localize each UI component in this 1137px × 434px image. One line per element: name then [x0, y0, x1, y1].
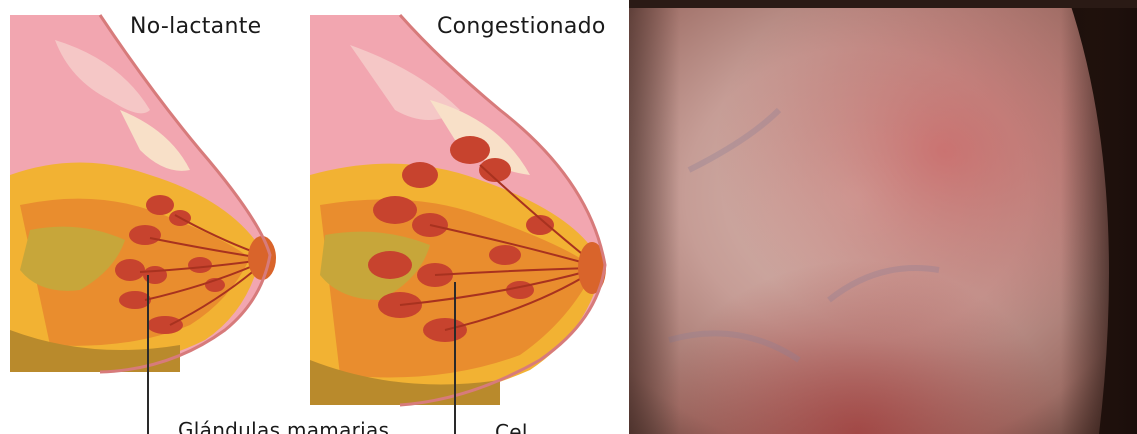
breast-anatomy-illustration: No-lactante Congestionado Glándulas mama…: [0, 0, 625, 434]
engorged-breast-diagram: [310, 15, 606, 434]
anatomy-svg: [0, 0, 625, 434]
non-lactating-breast-diagram: [10, 15, 276, 434]
non-lactating-label: No-lactante: [130, 14, 261, 39]
cut-off-label: Cel... ...: [495, 420, 574, 434]
engorged-label: Congestionado: [437, 14, 606, 39]
mammary-glands-label: Glándulas mamarias: [178, 418, 389, 434]
engorged-breast-photo: [629, 0, 1137, 434]
photo-svg: [629, 0, 1137, 434]
